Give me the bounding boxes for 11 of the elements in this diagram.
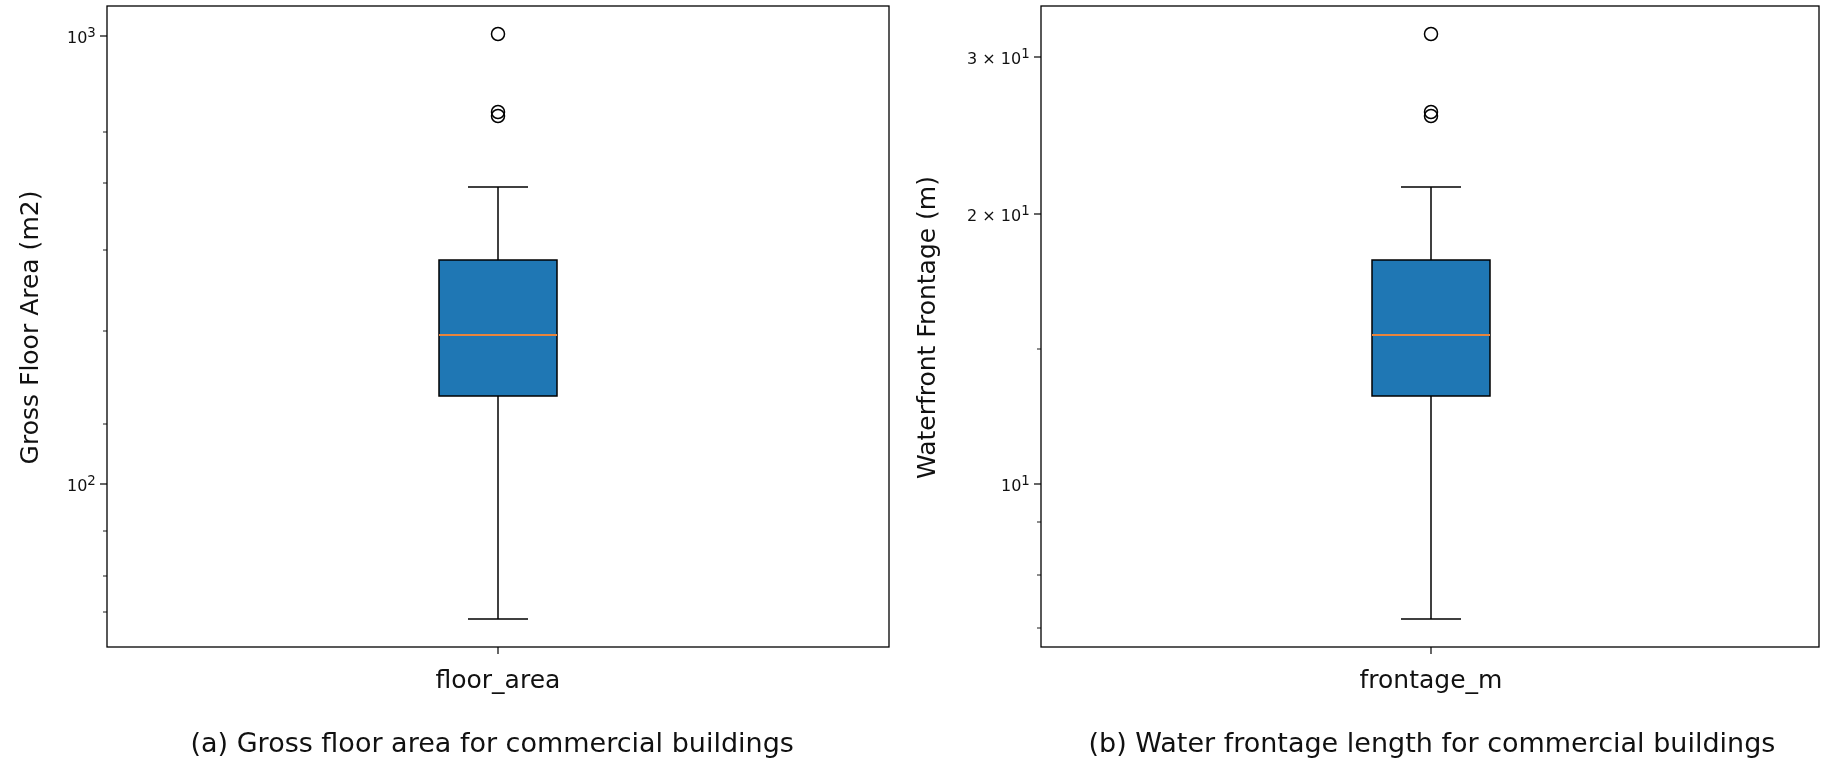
category-label: frontage_m — [1359, 666, 1503, 692]
category-label: floor_area — [435, 666, 561, 692]
axis-title: Gross Floor Area (m2) — [17, 190, 43, 464]
tick-label: 3 × 10$^{1}$ — [967, 47, 1030, 68]
tick-label: 10$^{2}$ — [67, 474, 96, 495]
figure-caption: (b) Water frontage length for commercial buildings — [1088, 728, 1776, 756]
tick-label: 10$^{1}$ — [1001, 474, 1030, 495]
figure-caption: (a) Gross floor area for commercial buildings — [190, 728, 794, 756]
axis-title: Waterfront Frontage (m) — [913, 175, 939, 479]
tick-label: 2 × 10$^{1}$ — [967, 204, 1030, 225]
tick-label: 10$^{3}$ — [67, 26, 96, 47]
